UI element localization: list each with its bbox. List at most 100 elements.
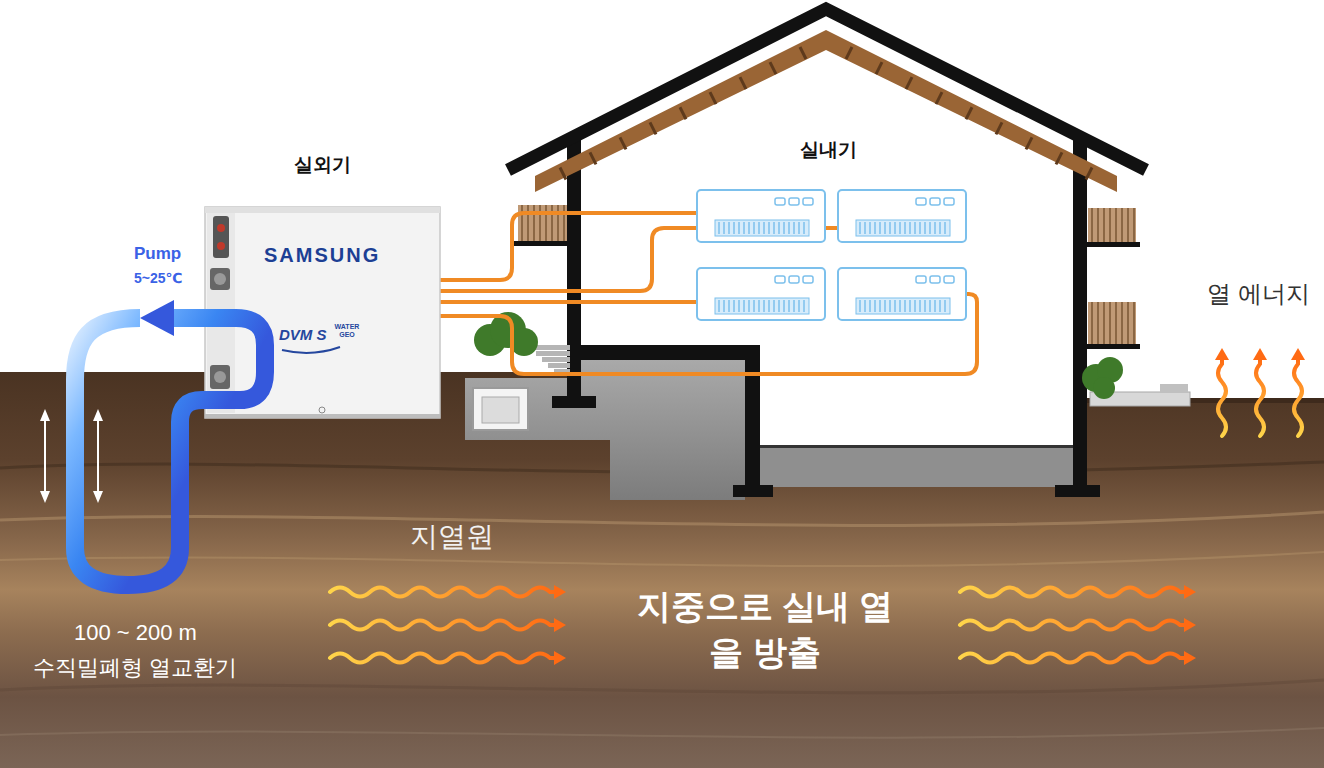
- rafter: [800, 47, 806, 59]
- grille-vane: [894, 222, 896, 234]
- soil-stratum: [0, 512, 1324, 525]
- heat-energy-label: 열 에너지: [1207, 280, 1310, 309]
- soil-stratum: [0, 728, 1324, 738]
- heat-wave: [330, 654, 556, 663]
- refrigerant-pipe: [440, 300, 697, 304]
- indoor-unit-button: [803, 276, 813, 283]
- balcony-slat: [1133, 208, 1135, 242]
- indoor-unit-button: [775, 198, 785, 205]
- grille-vane: [763, 222, 765, 234]
- rafter: [710, 92, 716, 104]
- grille-vane: [768, 222, 770, 234]
- balcony-slat: [1109, 302, 1111, 344]
- bush: [1093, 377, 1115, 399]
- heat-wave: [1294, 358, 1302, 436]
- grille-vane: [924, 222, 926, 234]
- balcony-slat: [1091, 302, 1093, 344]
- grille-vane: [869, 300, 871, 312]
- grille-vane: [788, 222, 790, 234]
- rafter: [876, 62, 882, 74]
- heat-wave: [1218, 358, 1226, 436]
- balcony-rail: [1088, 302, 1136, 344]
- grille-vane: [728, 222, 730, 234]
- heat-wave: [960, 654, 1186, 663]
- indoor-unit-label: 실내기: [800, 139, 857, 162]
- grille-vane: [758, 300, 760, 312]
- indoor-unit-grille: [715, 220, 809, 236]
- heat-exchanger-label: 수직밀폐형 열교환기: [33, 655, 237, 681]
- rafter: [1056, 152, 1062, 164]
- grille-vane: [904, 222, 906, 234]
- rafter: [1026, 137, 1032, 149]
- grille-vane: [884, 222, 886, 234]
- grille-vane: [798, 300, 800, 312]
- rafter: [680, 107, 686, 119]
- unit-heading: 실외기: [294, 154, 351, 176]
- grille-vane: [879, 222, 881, 234]
- soil-stratum: [0, 552, 1324, 566]
- ground-loop-tube: [75, 318, 265, 585]
- grille-vane: [884, 300, 886, 312]
- footing: [552, 396, 596, 408]
- grille-vane: [738, 300, 740, 312]
- grille-vane: [864, 300, 866, 312]
- grille-vane: [763, 300, 765, 312]
- indoor-unit-grille: [856, 220, 950, 236]
- rafter: [966, 107, 972, 119]
- heat-wave-arrowhead: [1184, 585, 1196, 599]
- rafter: [770, 62, 776, 74]
- grille-vane: [909, 222, 911, 234]
- heat-wave-arrowhead: [554, 585, 566, 599]
- indoor-unit-button: [944, 276, 954, 283]
- balcony-slat: [1103, 302, 1105, 344]
- grille-vane: [753, 222, 755, 234]
- depth-arrow: [44, 419, 46, 493]
- grille-vane: [909, 300, 911, 312]
- balcony-slat: [557, 205, 559, 241]
- grille-vane: [758, 222, 760, 234]
- grille-vane: [778, 300, 780, 312]
- heat-source-label: 지열원: [410, 520, 494, 554]
- indoor-unit-button: [789, 276, 799, 283]
- balcony-slat: [563, 205, 565, 241]
- depth-arrowhead: [40, 491, 50, 503]
- balcony-slat: [1127, 302, 1129, 344]
- rafter: [936, 92, 942, 104]
- balcony-rail: [1088, 208, 1136, 242]
- depth-arrowhead: [93, 409, 103, 421]
- stair-step: [542, 357, 570, 362]
- grille-vane: [723, 300, 725, 312]
- grille-vane: [939, 222, 941, 234]
- outdoor-unit-base: [205, 414, 440, 418]
- grille-vane: [864, 222, 866, 234]
- rafter: [560, 167, 566, 179]
- floor-slab: [567, 345, 760, 360]
- indoor-unit-grille: [856, 298, 950, 314]
- grille-vane: [929, 222, 931, 234]
- balcony-slat: [1115, 208, 1117, 242]
- balcony-floor: [1084, 242, 1140, 247]
- grille-vane: [783, 222, 785, 234]
- grille-vane: [939, 300, 941, 312]
- indicator-lamp: [217, 224, 225, 232]
- grille-vane: [768, 300, 770, 312]
- grille-vane: [879, 300, 881, 312]
- grille-vane: [788, 300, 790, 312]
- bush: [510, 328, 538, 356]
- grille-vane: [924, 300, 926, 312]
- grille-vane: [773, 222, 775, 234]
- product-logo-suffix: WATER GEO: [333, 323, 361, 339]
- heat-wave: [960, 621, 1186, 630]
- indoor-unit-button: [916, 198, 926, 205]
- depth-arrow: [97, 419, 99, 493]
- grille-vane: [904, 300, 906, 312]
- heat-release-label: 지중으로 실내 열을 방출: [630, 584, 900, 676]
- grille-vane: [914, 222, 916, 234]
- balcony-slat: [545, 205, 547, 241]
- grille-vane: [894, 300, 896, 312]
- brand-name: SAMSUNG: [264, 244, 380, 267]
- grille-vane: [743, 300, 745, 312]
- indoor-unit: [838, 268, 966, 320]
- control-panel: [213, 216, 229, 258]
- balcony-slat: [1121, 208, 1123, 242]
